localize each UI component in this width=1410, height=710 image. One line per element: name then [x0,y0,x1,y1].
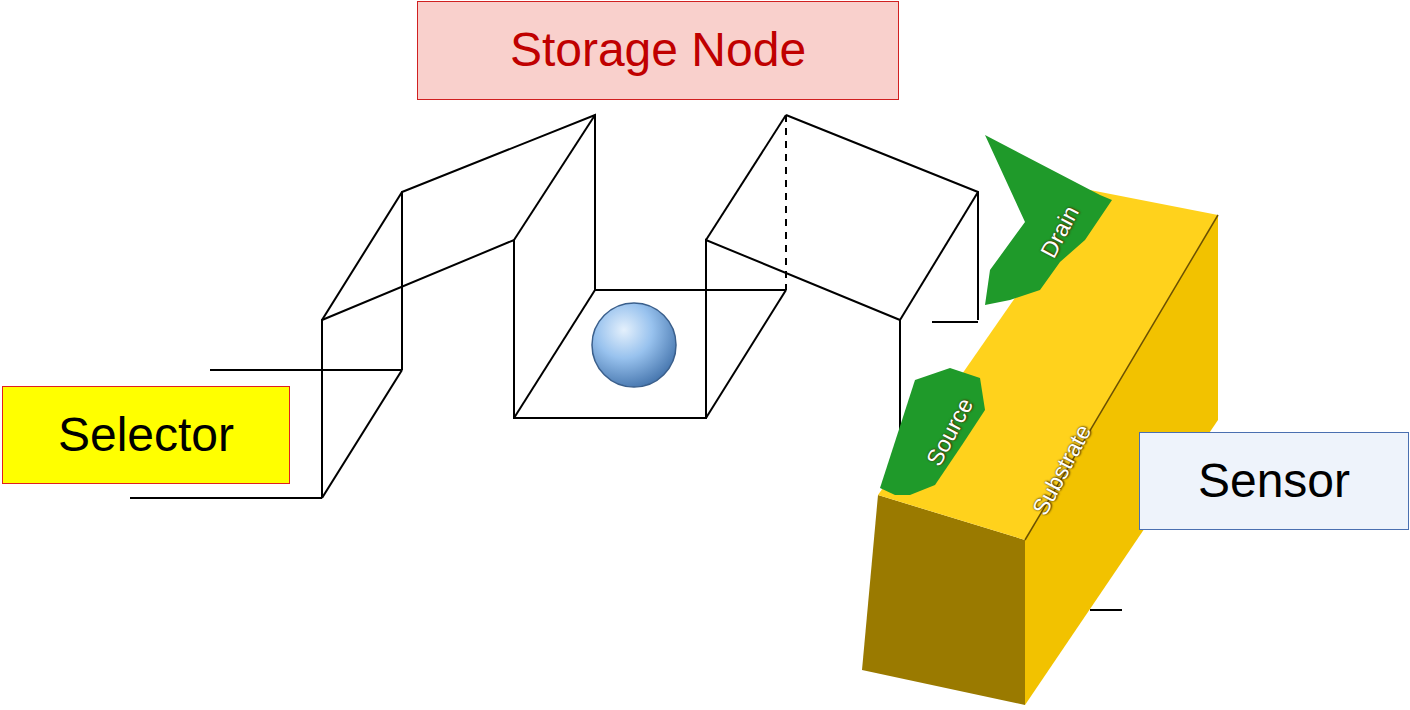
depth-edge [706,115,786,240]
gate-lead [932,321,978,323]
callout-box: Selector [2,386,290,484]
sensor-transistor [862,135,1218,705]
hidden-edge [785,115,787,290]
substrate-lead [1090,609,1122,611]
drain-region [985,135,1112,305]
depth-edge [706,290,786,418]
terminal-label: Source [921,393,979,470]
callout-box: Sensor [1139,432,1409,530]
callout-text: Selector [58,409,234,462]
callout-text: Sensor [1198,455,1350,508]
terminal-label: Drain [1035,201,1085,262]
source-region [880,368,985,495]
depth-edge [514,115,595,240]
region-label: Substrate [1027,420,1097,520]
selector-lead [130,497,322,499]
depth-edge [322,370,402,498]
stored-charge [592,303,676,387]
back-profile [786,115,978,320]
depth-edge [322,192,402,320]
callout-text: Storage Node [510,24,806,77]
depth-edge [514,290,595,418]
depth-edge [900,192,978,320]
selector-lead [210,369,402,371]
callout-box: Storage Node [417,1,899,100]
front-profile [322,240,900,498]
